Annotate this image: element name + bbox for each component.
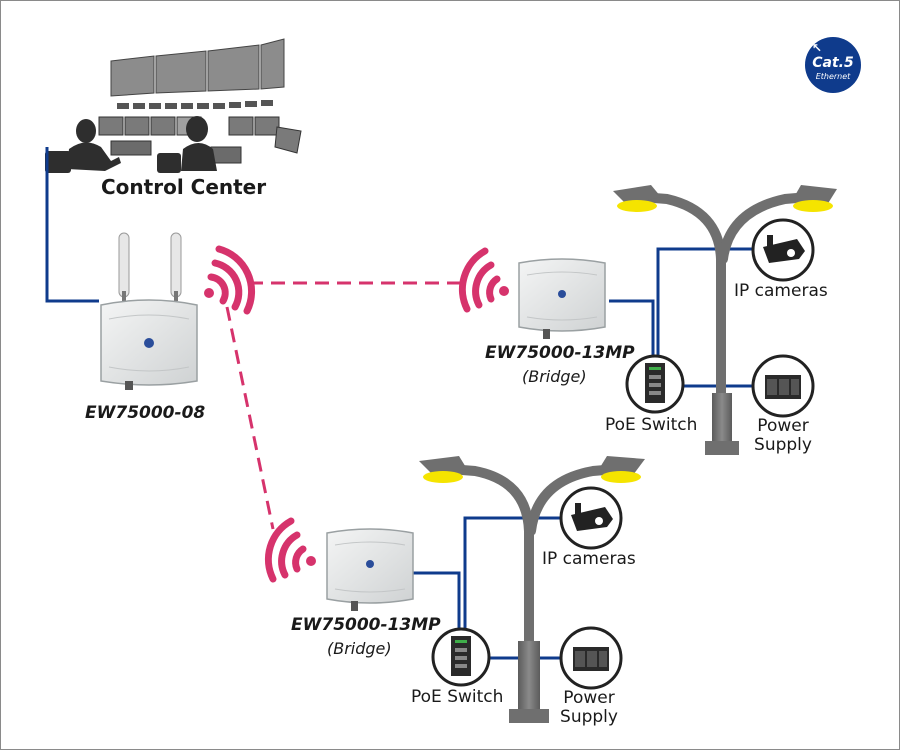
ip-cameras-lower-label: IP cameras bbox=[542, 549, 636, 569]
access-point-device bbox=[100, 232, 198, 390]
wireless-links bbox=[225, 281, 461, 530]
bridge-lower-role-label: (Bridge) bbox=[327, 639, 392, 658]
power-supply-icon-lower bbox=[559, 626, 623, 690]
poe-switch-icon-upper bbox=[625, 354, 685, 414]
access-point-model-label: EW75000-08 bbox=[85, 403, 206, 423]
bridge-lower-model-label: EW75000-13MP bbox=[291, 615, 441, 635]
bridge-upper-model-label: EW75000-13MP bbox=[485, 343, 635, 363]
bridge-device-lower bbox=[326, 528, 414, 611]
ip-camera-icon-lower bbox=[559, 486, 623, 550]
bridge-upper-role-label: (Bridge) bbox=[522, 367, 587, 386]
poe-switch-lower-label: PoE Switch bbox=[411, 687, 504, 707]
ip-camera-icon-upper bbox=[751, 218, 815, 282]
wifi-icon-ap bbox=[204, 245, 256, 315]
bridge-device-upper bbox=[518, 258, 606, 339]
control-center-label: Control Center bbox=[101, 175, 267, 199]
cat5-ethernet-badge: ↖ Cat.5 Ethernet bbox=[805, 37, 861, 93]
arrow-up-left-icon: ↖ bbox=[812, 41, 823, 55]
ip-cameras-upper-label: IP cameras bbox=[734, 281, 828, 301]
street-lamp-lower bbox=[419, 456, 645, 723]
poe-switch-upper-label: PoE Switch bbox=[605, 415, 698, 435]
power-supply-lower-label: Power Supply bbox=[560, 688, 618, 727]
wifi-icon-bridge-lower bbox=[264, 517, 316, 583]
badge-main-text: Cat.5 bbox=[812, 55, 854, 71]
wifi-icon-bridge-upper bbox=[458, 247, 509, 313]
power-supply-icon-upper bbox=[751, 354, 815, 418]
badge-sub-text: Ethernet bbox=[815, 72, 851, 81]
control-center-illustration bbox=[45, 38, 302, 173]
power-supply-upper-label: Power Supply bbox=[754, 416, 812, 455]
poe-switch-icon-lower bbox=[431, 627, 491, 687]
street-lamp-upper bbox=[613, 185, 837, 455]
